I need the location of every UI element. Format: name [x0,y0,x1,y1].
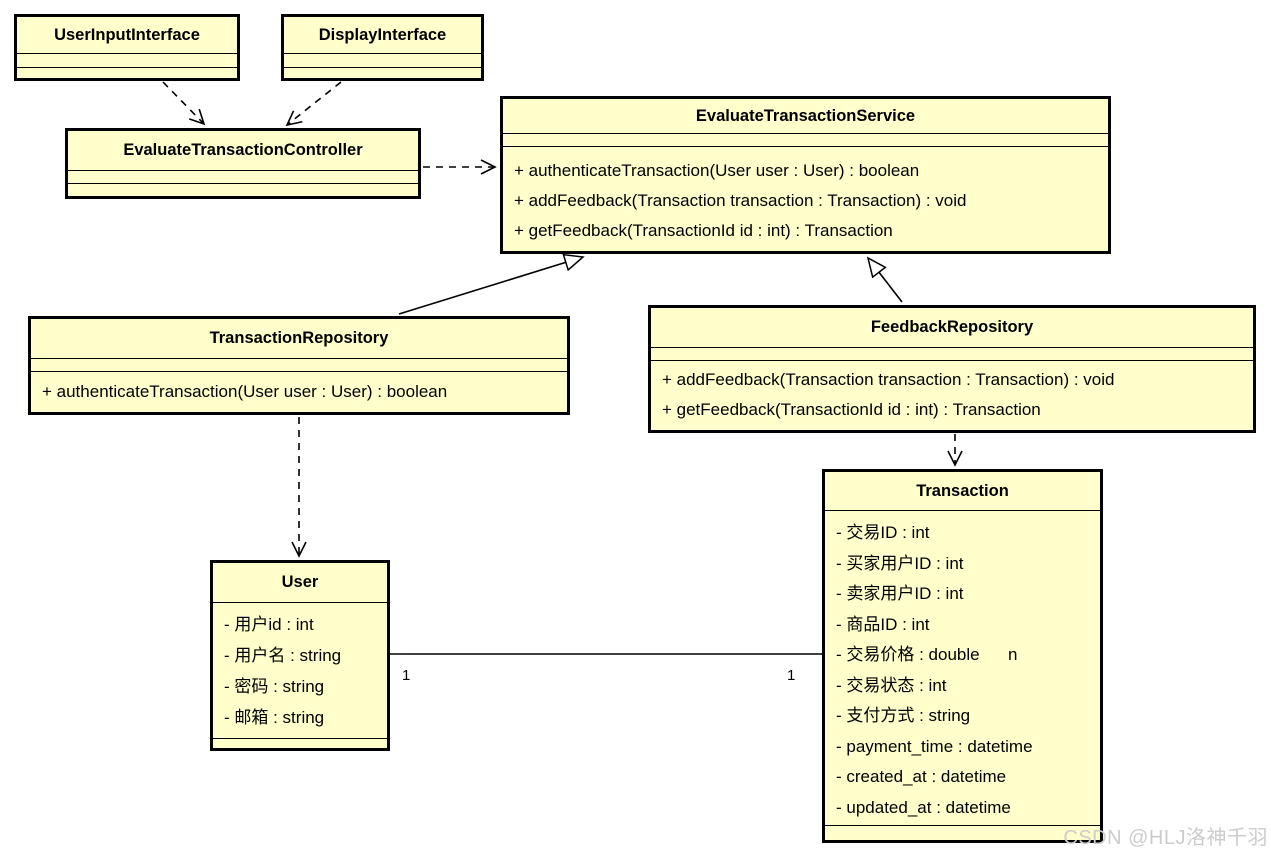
member-row: + addFeedback(Transaction transaction : … [662,370,1115,389]
member-row: - payment_time : datetime [836,736,1033,756]
member-row: - 卖家用户ID : int [836,584,964,603]
class-feedback-repository: FeedbackRepository + addFeedback(Transac… [648,305,1256,433]
class-title: Transaction [825,472,1100,511]
member-row: - 密码 : string [224,677,325,696]
multiplicity-label-transaction-end: 1 [787,667,796,684]
class-title: FeedbackRepository [651,308,1253,348]
class-title: UserInputInterface [17,17,237,54]
class-title: EvaluateTransactionService [503,99,1108,134]
class-title: EvaluateTransactionController [68,131,418,171]
class-title: DisplayInterface [284,17,481,54]
methods-compartment [68,184,418,196]
member-row: - 交易ID : int [836,523,930,542]
member-row: - 支付方式 : string [836,706,971,725]
attributes-compartment [284,54,481,68]
methods-compartment: + addFeedback(Transaction transaction : … [651,361,1253,430]
class-evaluate-transaction-controller: EvaluateTransactionController [65,128,421,199]
member-row: - 用户名 : string [224,646,342,665]
attributes-compartment: - 交易ID : int - 买家用户ID : int - 卖家用户ID : int… [825,511,1100,826]
member-row: + getFeedback(TransactionId id : int) : … [662,400,1041,419]
class-evaluate-transaction-service: EvaluateTransactionService + authenticat… [500,96,1111,254]
member-row: - updated_at : datetime [836,797,1011,817]
member-row: - 用户id : int [224,615,314,634]
member-row: - 买家用户ID : int [836,553,964,573]
methods-compartment [213,739,387,748]
member-row: - 交易价格 : double n [836,645,1018,664]
member-row: - 邮箱 : string [224,708,325,727]
class-title: User [213,563,387,603]
member-row: + authenticateTransaction(User user : Us… [514,161,920,180]
dependency-arrow-displayinterface-to-controller [285,81,342,127]
member-row: + getFeedback(TransactionId id : int) : … [514,221,893,240]
member-row: - created_at : datetime [836,767,1007,786]
class-transaction-repository: TransactionRepository + authenticateTran… [28,316,570,415]
methods-compartment: + authenticateTransaction(User user : Us… [503,147,1108,251]
class-display-interface: DisplayInterface [281,14,484,81]
attributes-compartment [17,54,237,68]
methods-compartment [17,68,237,78]
methods-compartment: + authenticateTransaction(User user : Us… [31,372,567,412]
attributes-compartment [651,348,1253,361]
attributes-compartment [68,171,418,184]
member-row: - 商品ID : int [836,614,930,634]
class-transaction: Transaction - 交易ID : int- 买家用户ID : int- … [822,469,1103,843]
csdn-watermark: CSDN @HLJ洛神千羽 [1063,827,1268,849]
dependency-arrow-userinputinterface-to-controller [162,81,206,126]
generalization-arrow-feedbackrepository-to-service [866,256,903,303]
methods-compartment [284,68,481,78]
attributes-compartment [503,134,1108,147]
class-user: User - 用户id : int - 用户名 : string - 密码 : st… [210,560,390,751]
class-user-input-interface: UserInputInterface [14,14,240,81]
member-row: + addFeedback(Transaction transaction : … [514,191,967,210]
methods-compartment [825,826,1100,840]
member-row: - 交易状态 : int [836,675,947,695]
attributes-compartment [31,359,567,372]
member-row: + authenticateTransaction(User user : Us… [42,382,448,401]
class-title: TransactionRepository [31,319,567,359]
multiplicity-label-user-end: 1 [402,667,411,684]
attributes-compartment: - 用户id : int - 用户名 : string - 密码 : string -… [213,603,387,739]
generalization-arrow-transactionrepository-to-service [398,253,585,315]
